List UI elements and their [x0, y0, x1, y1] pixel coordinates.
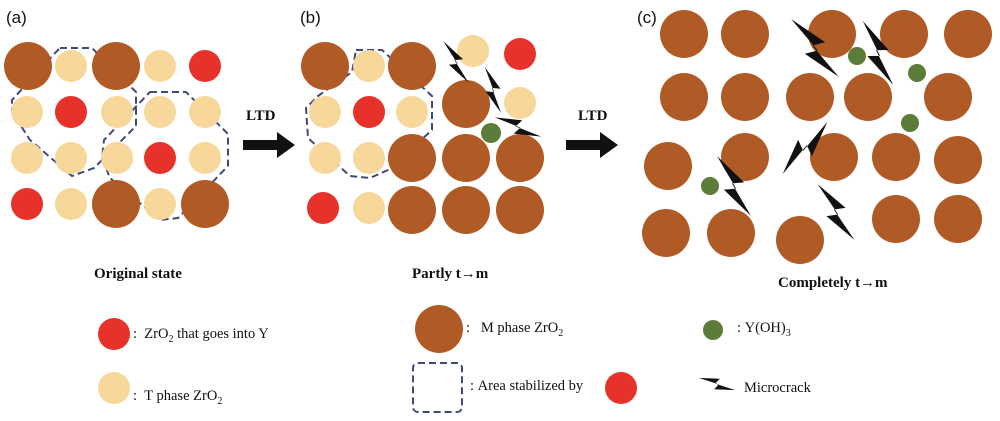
microcrack-icon: [443, 41, 469, 83]
zro2-y-particle: [353, 96, 385, 128]
m-phase-particle: [442, 186, 490, 234]
legend-m-phase-swatch: [415, 305, 463, 353]
m-phase-particle: [442, 80, 490, 128]
legend-m-phase: : M phase ZrO2: [466, 320, 564, 339]
m-phase-particle: [496, 186, 544, 234]
stabilized-area-a2: [101, 91, 229, 221]
ltd-arrow-2: [566, 132, 618, 158]
m-phase-particle: [660, 73, 708, 121]
m-phase-particle: [924, 73, 972, 121]
m-phase-particle: [944, 10, 992, 58]
zro2-y-particle: [307, 192, 339, 224]
ltd-label-2: LTD: [578, 108, 608, 124]
panel-label-a: (a): [6, 8, 27, 27]
m-phase-particle: [810, 133, 858, 181]
m-phase-particle: [934, 195, 982, 243]
zro2-y-particle: [189, 50, 221, 82]
yoh3-particle: [701, 177, 719, 195]
m-phase-particle: [880, 10, 928, 58]
zro2-y-particle: [11, 188, 43, 220]
m-phase-particle: [786, 73, 834, 121]
legend-zro2-y-swatch: [98, 318, 130, 350]
t-phase-particle: [457, 35, 489, 67]
caption-partly: Partly t→m: [412, 266, 489, 282]
legend-t-phase: : T phase ZrO2: [133, 388, 223, 407]
m-phase-particle: [660, 10, 708, 58]
m-phase-particle: [92, 180, 140, 228]
legend-microcrack: Microcrack: [744, 380, 811, 396]
legend-zro2-y: : ZrO2 that goes into Y: [133, 326, 269, 345]
microcrack-icon: [791, 19, 839, 77]
t-phase-particle: [504, 87, 536, 119]
t-phase-particle: [309, 96, 341, 128]
legend-area: : Area stabilized by: [470, 378, 584, 394]
zro2-y-particle: [144, 142, 176, 174]
t-phase-particle: [144, 50, 176, 82]
microcrack-icon: [484, 67, 502, 113]
t-phase-particle: [189, 96, 221, 128]
m-phase-particle: [92, 42, 140, 90]
caption-original-state: Original state: [94, 266, 182, 282]
zro2-y-particle: [504, 38, 536, 70]
t-phase-particle: [353, 192, 385, 224]
m-phase-particle: [642, 209, 690, 257]
t-phase-particle: [101, 96, 133, 128]
m-phase-particle: [721, 73, 769, 121]
legend-area-red-swatch: [605, 372, 637, 404]
m-phase-particle: [4, 42, 52, 90]
m-phase-particle: [181, 180, 229, 228]
microcrack-icon: [494, 117, 542, 137]
m-phase-particle: [707, 209, 755, 257]
t-phase-particle: [396, 96, 428, 128]
yoh3-particle: [901, 114, 919, 132]
m-phase-particle: [872, 195, 920, 243]
t-phase-particle: [353, 142, 385, 174]
yoh3-particle: [848, 47, 866, 65]
m-phase-particle: [844, 73, 892, 121]
legend-yoh3: : Y(OH)3: [737, 320, 791, 339]
microcrack-icon: [862, 21, 894, 85]
t-phase-particle: [189, 142, 221, 174]
m-phase-particle: [721, 10, 769, 58]
legend-t-phase-swatch: [98, 372, 130, 404]
ltd-label-1: LTD: [246, 108, 276, 124]
m-phase-particle: [721, 133, 769, 181]
m-phase-particle: [934, 136, 982, 184]
t-phase-particle: [353, 50, 385, 82]
m-phase-particle: [644, 142, 692, 190]
m-phase-particle: [496, 134, 544, 182]
panel-label-b: (b): [300, 8, 321, 27]
legend-microcrack-icon: [698, 377, 736, 391]
panel-label-c: (c): [637, 8, 657, 27]
t-phase-particle: [55, 142, 87, 174]
t-phase-particle: [11, 96, 43, 128]
t-phase-particle: [144, 188, 176, 220]
m-phase-particle: [301, 42, 349, 90]
caption-completely: Completely t→m: [778, 275, 888, 291]
m-phase-particle: [872, 133, 920, 181]
legend-area-swatch: [412, 362, 463, 413]
m-phase-particle: [808, 10, 856, 58]
t-phase-particle: [309, 142, 341, 174]
m-phase-particle: [776, 216, 824, 264]
legend-yoh3-swatch: [703, 320, 723, 340]
m-phase-particle: [388, 42, 436, 90]
t-phase-particle: [144, 96, 176, 128]
microcrack-icon: [817, 184, 855, 240]
microcrack-icon: [717, 156, 751, 216]
m-phase-particle: [388, 186, 436, 234]
m-phase-particle: [388, 134, 436, 182]
yoh3-particle: [481, 123, 501, 143]
zro2-y-particle: [55, 96, 87, 128]
microcrack-icon: [782, 121, 828, 175]
t-phase-particle: [11, 142, 43, 174]
yoh3-particle: [908, 64, 926, 82]
t-phase-particle: [101, 142, 133, 174]
ltd-arrow-1: [243, 132, 295, 158]
stabilized-area-b1: [305, 49, 433, 179]
t-phase-particle: [55, 188, 87, 220]
t-phase-particle: [55, 50, 87, 82]
m-phase-particle: [442, 134, 490, 182]
